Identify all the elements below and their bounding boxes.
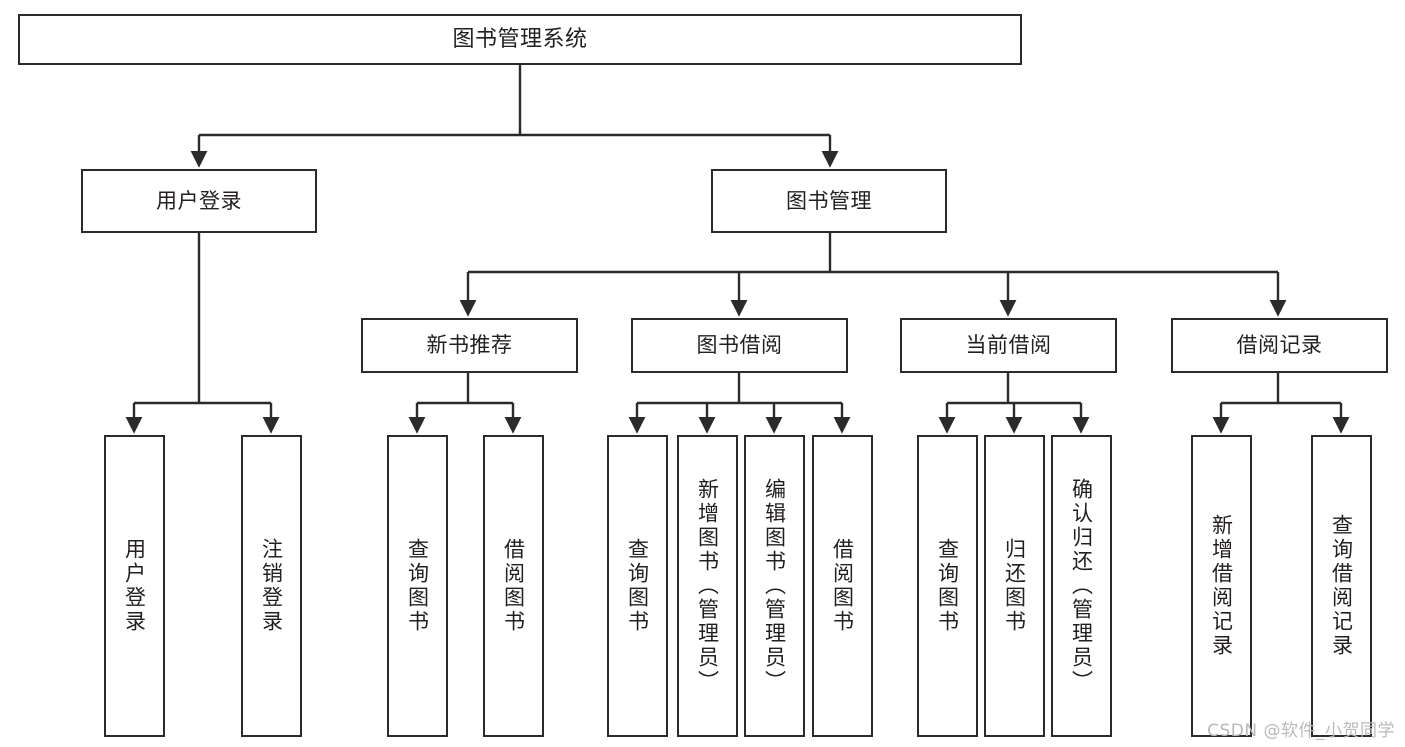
node-leaf-return-book[interactable]: 归还图书 (984, 435, 1045, 737)
watermark-text: CSDN @软件_小贺同学 (1207, 721, 1395, 741)
node-root-book-management-system[interactable]: 图书管理系统 (18, 14, 1022, 65)
node-label: 确认归还（管理员） (1069, 478, 1094, 694)
node-label: 归还图书 (1002, 538, 1027, 634)
node-leaf-query-record[interactable]: 查询借阅记录 (1311, 435, 1372, 737)
node-label: 借阅图书 (830, 538, 855, 634)
node-label: 查询借阅记录 (1329, 514, 1354, 658)
node-label: 用户登录 (156, 188, 242, 213)
node-label: 新增借阅记录 (1209, 514, 1234, 658)
node-current-borrow[interactable]: 当前借阅 (900, 318, 1117, 373)
node-book-management[interactable]: 图书管理 (711, 169, 947, 233)
node-label: 新增图书（管理员） (695, 478, 720, 694)
node-leaf-user-login[interactable]: 用户登录 (104, 435, 165, 737)
node-leaf-query-book-3[interactable]: 查询图书 (917, 435, 978, 737)
node-user-login[interactable]: 用户登录 (81, 169, 317, 233)
node-borrow-record[interactable]: 借阅记录 (1171, 318, 1388, 373)
node-label: 图书管理系统 (452, 26, 588, 52)
node-label: 编辑图书（管理员） (762, 478, 787, 694)
node-leaf-add-book[interactable]: 新增图书（管理员） (677, 435, 738, 737)
node-leaf-borrow-book-1[interactable]: 借阅图书 (483, 435, 544, 737)
node-leaf-add-record[interactable]: 新增借阅记录 (1191, 435, 1252, 737)
node-label: 用户登录 (122, 538, 147, 634)
node-label: 查询图书 (935, 538, 960, 634)
node-label: 图书管理 (786, 188, 872, 213)
node-label: 查询图书 (405, 538, 430, 634)
node-label: 新书推荐 (426, 333, 513, 358)
node-label: 注销登录 (259, 538, 284, 634)
node-label: 借阅图书 (501, 538, 526, 634)
node-new-book-recommend[interactable]: 新书推荐 (361, 318, 578, 373)
node-book-borrow[interactable]: 图书借阅 (631, 318, 848, 373)
node-leaf-query-book-1[interactable]: 查询图书 (387, 435, 448, 737)
node-label: 查询图书 (625, 538, 650, 634)
node-label: 图书借阅 (696, 333, 783, 358)
node-leaf-edit-book[interactable]: 编辑图书（管理员） (744, 435, 805, 737)
node-leaf-confirm-return[interactable]: 确认归还（管理员） (1051, 435, 1112, 737)
node-label: 当前借阅 (965, 333, 1052, 358)
node-leaf-query-book-2[interactable]: 查询图书 (607, 435, 668, 737)
node-label: 借阅记录 (1236, 333, 1323, 358)
node-leaf-borrow-book-2[interactable]: 借阅图书 (812, 435, 873, 737)
node-leaf-logout-login[interactable]: 注销登录 (241, 435, 302, 737)
